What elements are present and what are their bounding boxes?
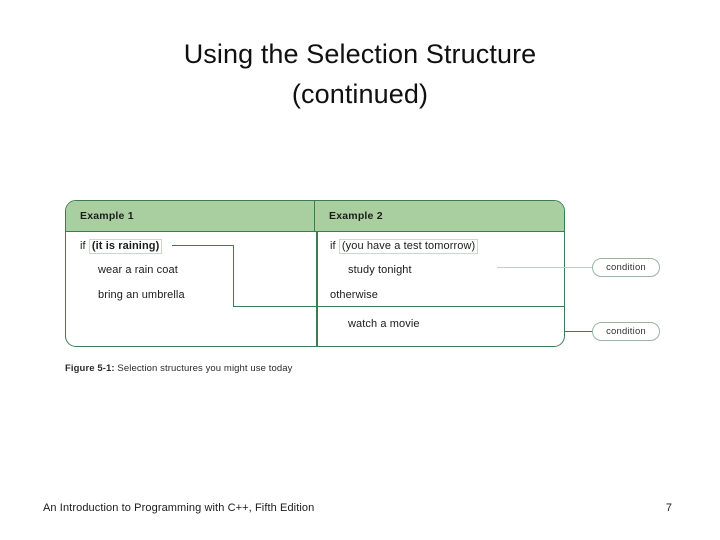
- example1-bracket-horizontal: [172, 245, 234, 247]
- cell-example-2: if (you have a test tomorrow) study toni…: [316, 232, 564, 346]
- leader-line-condition-2: [565, 331, 597, 333]
- callout-condition-2: condition: [592, 322, 660, 341]
- example1-bracket-bottom: [233, 306, 317, 308]
- example2-if-keyword: if: [330, 240, 336, 252]
- title-line-2: (continued): [291, 79, 429, 109]
- footer-book-title: An Introduction to Programming with C++,…: [43, 502, 315, 514]
- column-header-example-1: Example 1: [66, 201, 315, 231]
- figure-caption: Figure 5-1: Selection structures you mig…: [65, 363, 293, 374]
- callout-condition-1: condition: [592, 258, 660, 277]
- example1-statement-2: bring an umbrella: [98, 289, 185, 301]
- example2-if-line: if (you have a test tomorrow): [330, 239, 479, 254]
- title-line-1: Using the Selection Structure: [183, 39, 537, 69]
- column-divider: [316, 232, 318, 346]
- example1-bracket-vertical: [233, 245, 235, 307]
- page-title: Using the Selection Structure (continued…: [60, 34, 660, 114]
- selection-structure-table: Example 1 Example 2 if (it is raining) w…: [65, 200, 565, 347]
- example2-condition: (you have a test tomorrow): [338, 239, 479, 254]
- example1-if-keyword: if: [80, 240, 86, 252]
- example1-condition: (it is raining): [88, 239, 163, 254]
- example2-false-statement-1: watch a movie: [348, 318, 420, 330]
- figure-5-1: Example 1 Example 2 if (it is raining) w…: [65, 200, 665, 390]
- table-header-row: Example 1 Example 2: [66, 201, 564, 232]
- example1-statement-1: wear a rain coat: [98, 264, 178, 276]
- row-divider-else: [316, 306, 564, 308]
- column-header-example-2: Example 2: [329, 210, 383, 222]
- cell-example-1: if (it is raining) wear a rain coat brin…: [66, 232, 317, 346]
- figure-caption-label: Figure 5-1:: [65, 363, 115, 374]
- table-body: if (it is raining) wear a rain coat brin…: [66, 232, 564, 346]
- leader-line-condition-1: [497, 267, 597, 269]
- example2-true-statement-1: study tonight: [348, 264, 412, 276]
- footer-page-number: 7: [665, 502, 672, 514]
- figure-caption-text: Selection structures you might use today: [114, 363, 293, 374]
- example2-otherwise-keyword: otherwise: [330, 289, 378, 301]
- example1-if-line: if (it is raining): [80, 239, 163, 254]
